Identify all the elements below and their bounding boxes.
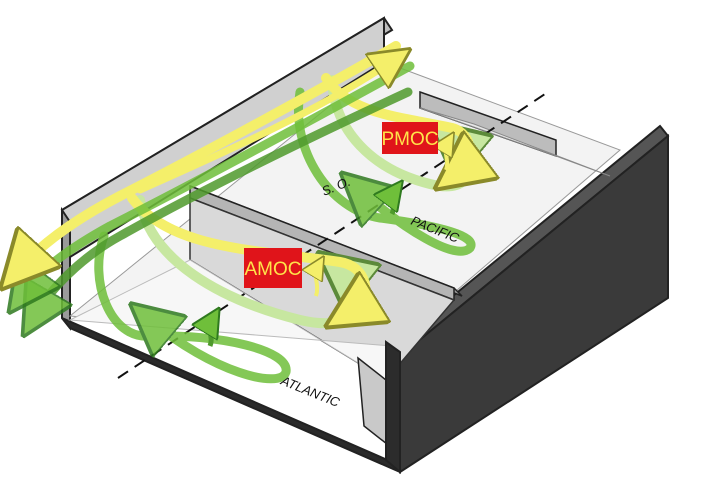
pmoc-label-box <box>382 122 438 154</box>
upper-branch-return <box>136 60 394 194</box>
amoc-label-box <box>244 248 302 288</box>
amoc-upwelling-arrow <box>316 266 318 297</box>
atlantic-label: ATLANTIC <box>278 372 342 410</box>
pacific-small-upwelling-arrow <box>392 192 394 216</box>
pmoc-upwelling-arrow <box>446 142 448 171</box>
atlantic-small-upwelling-arrow <box>210 320 212 347</box>
pmoc-deep-loop <box>294 87 476 256</box>
front-corner-post <box>385 340 401 475</box>
interbasin-branches <box>20 41 415 314</box>
pmoc-label: PMOC <box>382 129 439 150</box>
amoc-label: AMOC <box>245 259 302 280</box>
amoc-cell: AMOC <box>94 193 365 384</box>
amoc-deep-loop <box>94 231 291 384</box>
upper-branch-yellow <box>20 41 401 268</box>
